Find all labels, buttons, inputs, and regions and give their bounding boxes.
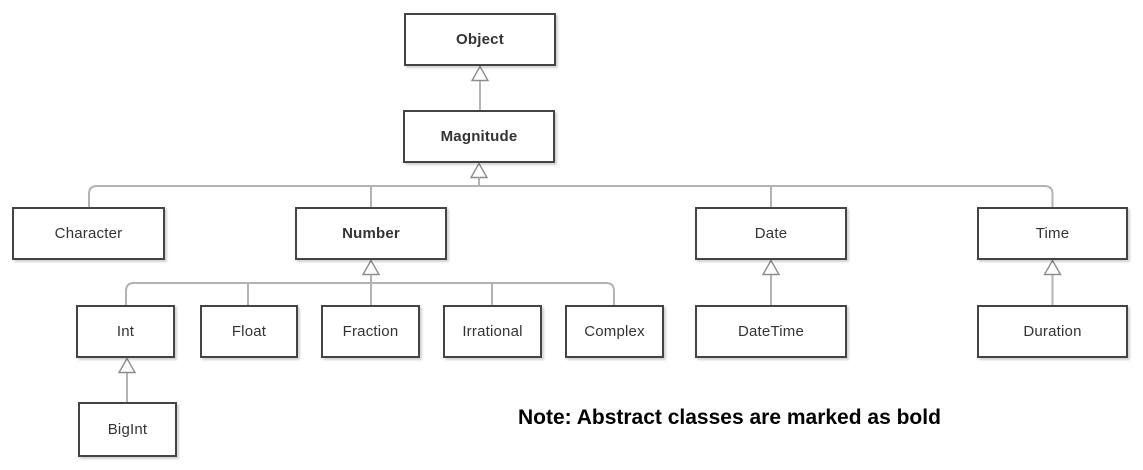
class-box-character: Character	[12, 207, 165, 260]
edge-bus-line	[88, 185, 1054, 207]
generalization-arrowhead-icon	[117, 357, 137, 374]
generalization-arrowhead-icon	[1043, 259, 1062, 276]
class-box-magnitude: Magnitude	[403, 110, 555, 163]
edge-magnitude-to-object	[470, 65, 490, 110]
class-box-complex: Complex	[565, 305, 664, 358]
edge-bigint-to-int	[117, 357, 137, 402]
generalization-arrowhead-icon	[469, 162, 489, 179]
class-box-object: Object	[404, 13, 556, 66]
generalization-arrowhead-icon	[761, 259, 781, 276]
edge-datetime-to-date	[761, 259, 781, 305]
class-box-float: Float	[200, 305, 298, 358]
generalization-arrowhead-icon	[470, 65, 490, 82]
class-box-irrational: Irrational	[443, 305, 542, 358]
class-box-datetime: DateTime	[695, 305, 847, 358]
edge-children-to-number	[125, 259, 615, 305]
class-box-int: Int	[76, 305, 175, 358]
class-box-bigint: BigInt	[78, 402, 177, 457]
class-box-fraction: Fraction	[321, 305, 420, 358]
generalization-arrowhead-icon	[361, 259, 381, 276]
edge-bus-line	[125, 282, 615, 305]
class-box-date: Date	[695, 207, 847, 260]
class-box-number: Number	[295, 207, 447, 260]
class-box-duration: Duration	[977, 305, 1128, 358]
edge-children-to-magnitude	[88, 162, 1054, 207]
class-box-time: Time	[977, 207, 1128, 260]
note-text: Note: Abstract classes are marked as bol…	[518, 406, 941, 429]
edge-duration-to-time	[1043, 259, 1062, 305]
